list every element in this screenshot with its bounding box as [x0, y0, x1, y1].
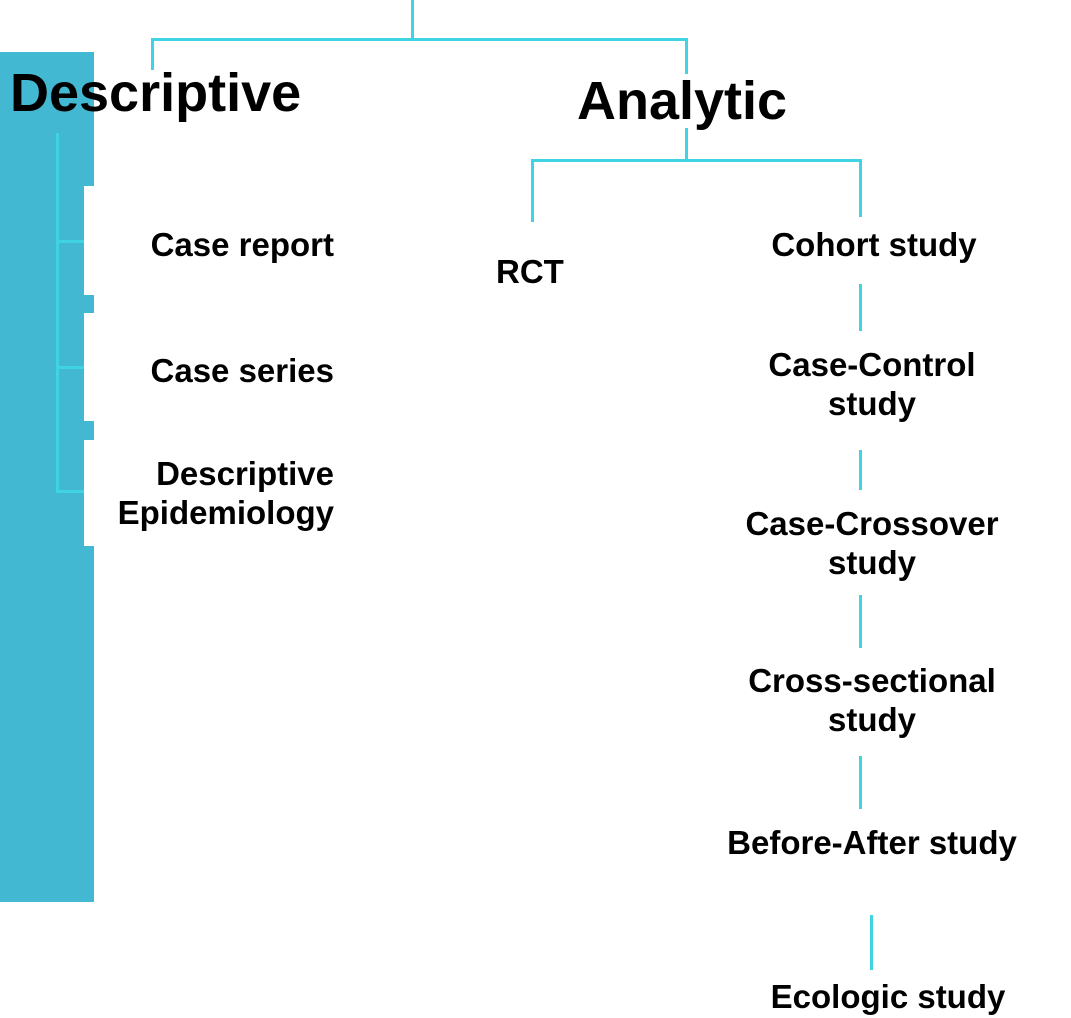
node-before-after-study: Before-After study	[727, 824, 1017, 861]
chain-connector	[859, 284, 862, 331]
rct-drop-connector	[531, 159, 534, 222]
root-branch-connector	[151, 38, 688, 41]
descriptive-drop-connector	[151, 38, 154, 70]
panel-notch	[84, 186, 98, 295]
root-connector	[411, 0, 414, 40]
analytic-branch-connector	[531, 159, 862, 162]
chain-connector	[859, 756, 862, 809]
node-descriptive-epidemiology: Descriptive Epidemiology	[117, 455, 334, 531]
analytic-heading: Analytic	[577, 71, 788, 131]
node-case-control-study: Case-Control study	[768, 346, 976, 422]
descriptive-item-connector	[56, 240, 84, 243]
chain-connector	[870, 915, 873, 970]
cohort-drop-connector	[859, 159, 862, 217]
panel-notch	[84, 440, 98, 546]
descriptive-heading: Descriptive	[10, 63, 302, 123]
descriptive-item-connector	[56, 366, 84, 369]
node-case-crossover-study: Case-Crossover study	[745, 505, 999, 581]
chain-connector	[859, 595, 862, 648]
descriptive-side-panel	[0, 52, 94, 902]
descriptive-item-connector	[56, 490, 84, 493]
descriptive-spine-connector	[56, 133, 59, 493]
analytic-stem-connector	[685, 128, 688, 162]
node-cohort-study: Cohort study	[771, 226, 977, 263]
node-case-report: Case report	[150, 226, 334, 263]
node-cross-sectional-study: Cross-sectional study	[748, 662, 996, 738]
node-rct: RCT	[496, 253, 564, 290]
node-case-series: Case series	[150, 352, 334, 389]
node-ecologic-study: Ecologic study	[770, 978, 1006, 1015]
analytic-drop-connector	[685, 38, 688, 74]
panel-notch	[84, 313, 98, 421]
chain-connector	[859, 450, 862, 490]
